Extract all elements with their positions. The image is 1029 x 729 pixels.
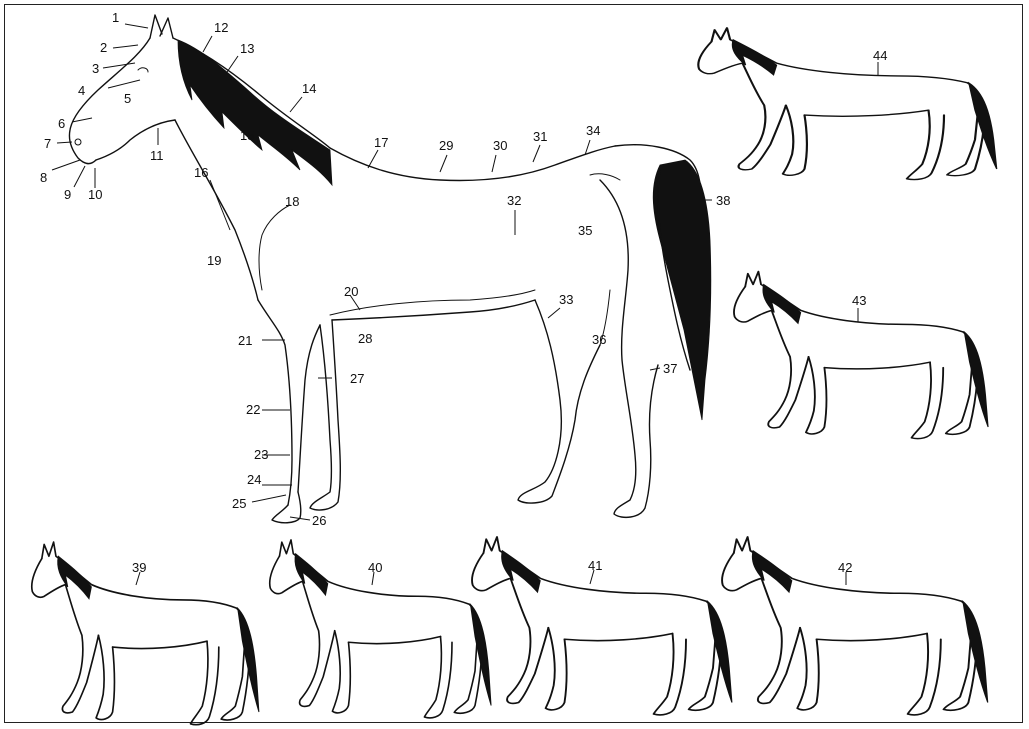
label-31: 31 — [533, 129, 547, 144]
label-44: 44 — [873, 48, 887, 63]
label-32: 32 — [507, 193, 521, 208]
main-horse-hindleg-2 — [600, 180, 658, 517]
main-horse-throat-chest — [175, 120, 258, 300]
label-2: 2 — [100, 40, 107, 55]
main-horse-tail — [653, 160, 711, 420]
label-22: 22 — [246, 402, 260, 417]
label-40: 40 — [368, 560, 382, 575]
label-28: 28 — [358, 331, 372, 346]
label-34: 34 — [586, 123, 600, 138]
label-17: 17 — [374, 135, 388, 150]
label-15: 15 — [240, 128, 254, 143]
label-6: 6 — [58, 116, 65, 131]
main-horse-back — [330, 146, 615, 180]
label-19: 19 — [207, 253, 221, 268]
main-horse-leader-lines — [52, 24, 712, 520]
label-43: 43 — [852, 293, 866, 308]
label-20: 20 — [344, 284, 358, 299]
label-13: 13 — [240, 41, 254, 56]
label-9: 9 — [64, 187, 71, 202]
label-14: 14 — [302, 81, 316, 96]
label-23: 23 — [254, 447, 268, 462]
label-11: 11 — [150, 148, 164, 163]
main-horse-nostril — [75, 139, 81, 145]
label-26: 26 — [312, 513, 326, 528]
label-8: 8 — [40, 170, 47, 185]
label-16: 16 — [194, 165, 208, 180]
label-24: 24 — [247, 472, 261, 487]
label-30: 30 — [493, 138, 507, 153]
label-29: 29 — [439, 138, 453, 153]
main-horse-foreleg-front — [258, 300, 292, 505]
label-35: 35 — [578, 223, 592, 238]
main-horse-mane — [178, 40, 332, 185]
gait-horse-44 — [698, 28, 996, 180]
label-18: 18 — [285, 194, 299, 209]
label-36: 36 — [592, 332, 606, 347]
main-horse-hip — [590, 174, 620, 180]
label-33: 33 — [559, 292, 573, 307]
main-horse-drawing — [69, 15, 710, 523]
label-1: 1 — [112, 10, 119, 25]
label-25: 25 — [232, 496, 246, 511]
label-10: 10 — [88, 187, 102, 202]
label-41: 41 — [588, 558, 602, 573]
label-4: 4 — [78, 83, 85, 98]
main-horse-eye — [138, 68, 148, 72]
label-3: 3 — [92, 61, 99, 76]
main-horse-foreleg-2 — [310, 320, 340, 510]
main-horse-ear-2 — [160, 18, 173, 38]
label-38: 38 — [716, 193, 730, 208]
main-horse-face — [69, 38, 150, 164]
label-7: 7 — [44, 136, 51, 151]
label-12: 12 — [214, 20, 228, 35]
label-39: 39 — [132, 560, 146, 575]
main-horse-hindleg — [518, 300, 600, 503]
gait-horse-42 — [722, 537, 988, 715]
main-horse-foreleg-back — [298, 325, 320, 492]
label-5: 5 — [124, 91, 131, 106]
label-27: 27 — [350, 371, 364, 386]
main-horse-belly — [332, 300, 535, 320]
main-horse-shoulder — [259, 205, 290, 290]
label-37: 37 — [663, 361, 677, 376]
main-horse-belly-vein — [330, 290, 535, 315]
label-42: 42 — [838, 560, 852, 575]
label-21: 21 — [238, 333, 252, 348]
main-horse-labels: 1 2 3 4 5 6 7 8 9 10 11 12 13 14 15 16 1… — [40, 10, 730, 528]
